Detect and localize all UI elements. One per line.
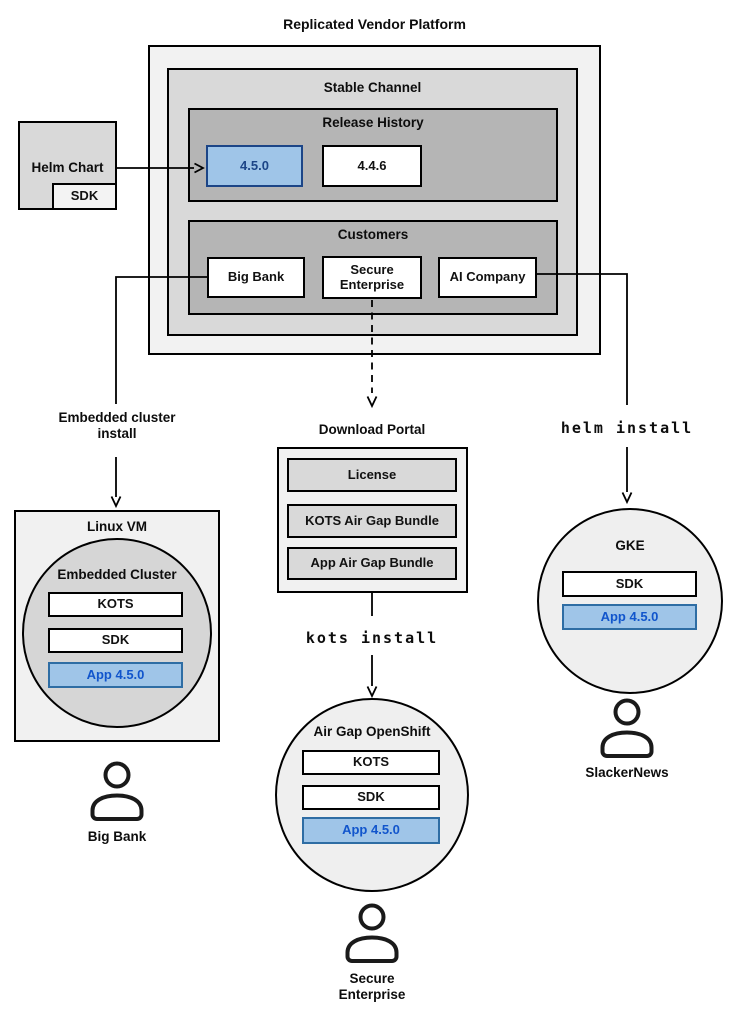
gke-circle (537, 508, 723, 694)
portal-app-airgap-bundle-box: App Air Gap Bundle (287, 547, 457, 580)
linuxvm-kots-box: KOTS (48, 592, 183, 617)
persona-secure-enterprise-label: Secure Enterprise (338, 971, 406, 1003)
helm-chart-label: Helm Chart (31, 160, 104, 175)
arrowhead-down (366, 686, 378, 699)
kots-install-label: kots install (305, 629, 439, 647)
release-446-box: 4.4.6 (322, 145, 422, 187)
persona-slackernews-label: SlackerNews (585, 765, 669, 780)
download-portal-label: Download Portal (318, 422, 426, 437)
release-450-box: 4.5.0 (206, 145, 303, 187)
customer-secure-enterprise-box: Secure Enterprise (322, 256, 422, 299)
openshift-sdk-box: SDK (302, 785, 440, 810)
customers-label: Customers (337, 227, 409, 242)
embedded-cluster-label: Embedded Cluster (57, 567, 177, 582)
customer-big-bank-box: Big Bank (207, 257, 305, 298)
helm-install-label: helm install (560, 419, 694, 437)
portal-license-box: License (287, 458, 457, 492)
gke-app-box: App 4.5.0 (562, 604, 697, 630)
arrowhead-down (110, 496, 122, 509)
helm-chart-sdk-box: SDK (52, 183, 117, 210)
stable-channel-label: Stable Channel (323, 80, 422, 95)
openshift-app-box: App 4.5.0 (302, 817, 440, 844)
arrowhead-down (366, 396, 378, 409)
openshift-kots-box: KOTS (302, 750, 440, 775)
linuxvm-sdk-box: SDK (48, 628, 183, 653)
linuxvm-app-box: App 4.5.0 (48, 662, 183, 688)
embedded-cluster-install-label: Embedded cluster install (58, 410, 176, 442)
persona-big-bank-label: Big Bank (87, 829, 147, 844)
release-history-label: Release History (322, 115, 424, 130)
user-icon (345, 903, 399, 963)
gke-label: GKE (615, 538, 645, 553)
user-icon (600, 698, 654, 758)
gke-sdk-box: SDK (562, 571, 697, 597)
arrowhead-down (621, 492, 633, 505)
customer-ai-company-box: AI Company (438, 257, 537, 298)
user-icon (90, 761, 144, 821)
airgap-openshift-label: Air Gap OpenShift (313, 724, 431, 739)
page-title: Replicated Vendor Platform (283, 16, 466, 32)
linux-vm-label: Linux VM (87, 519, 147, 534)
portal-kots-airgap-bundle-box: KOTS Air Gap Bundle (287, 504, 457, 538)
